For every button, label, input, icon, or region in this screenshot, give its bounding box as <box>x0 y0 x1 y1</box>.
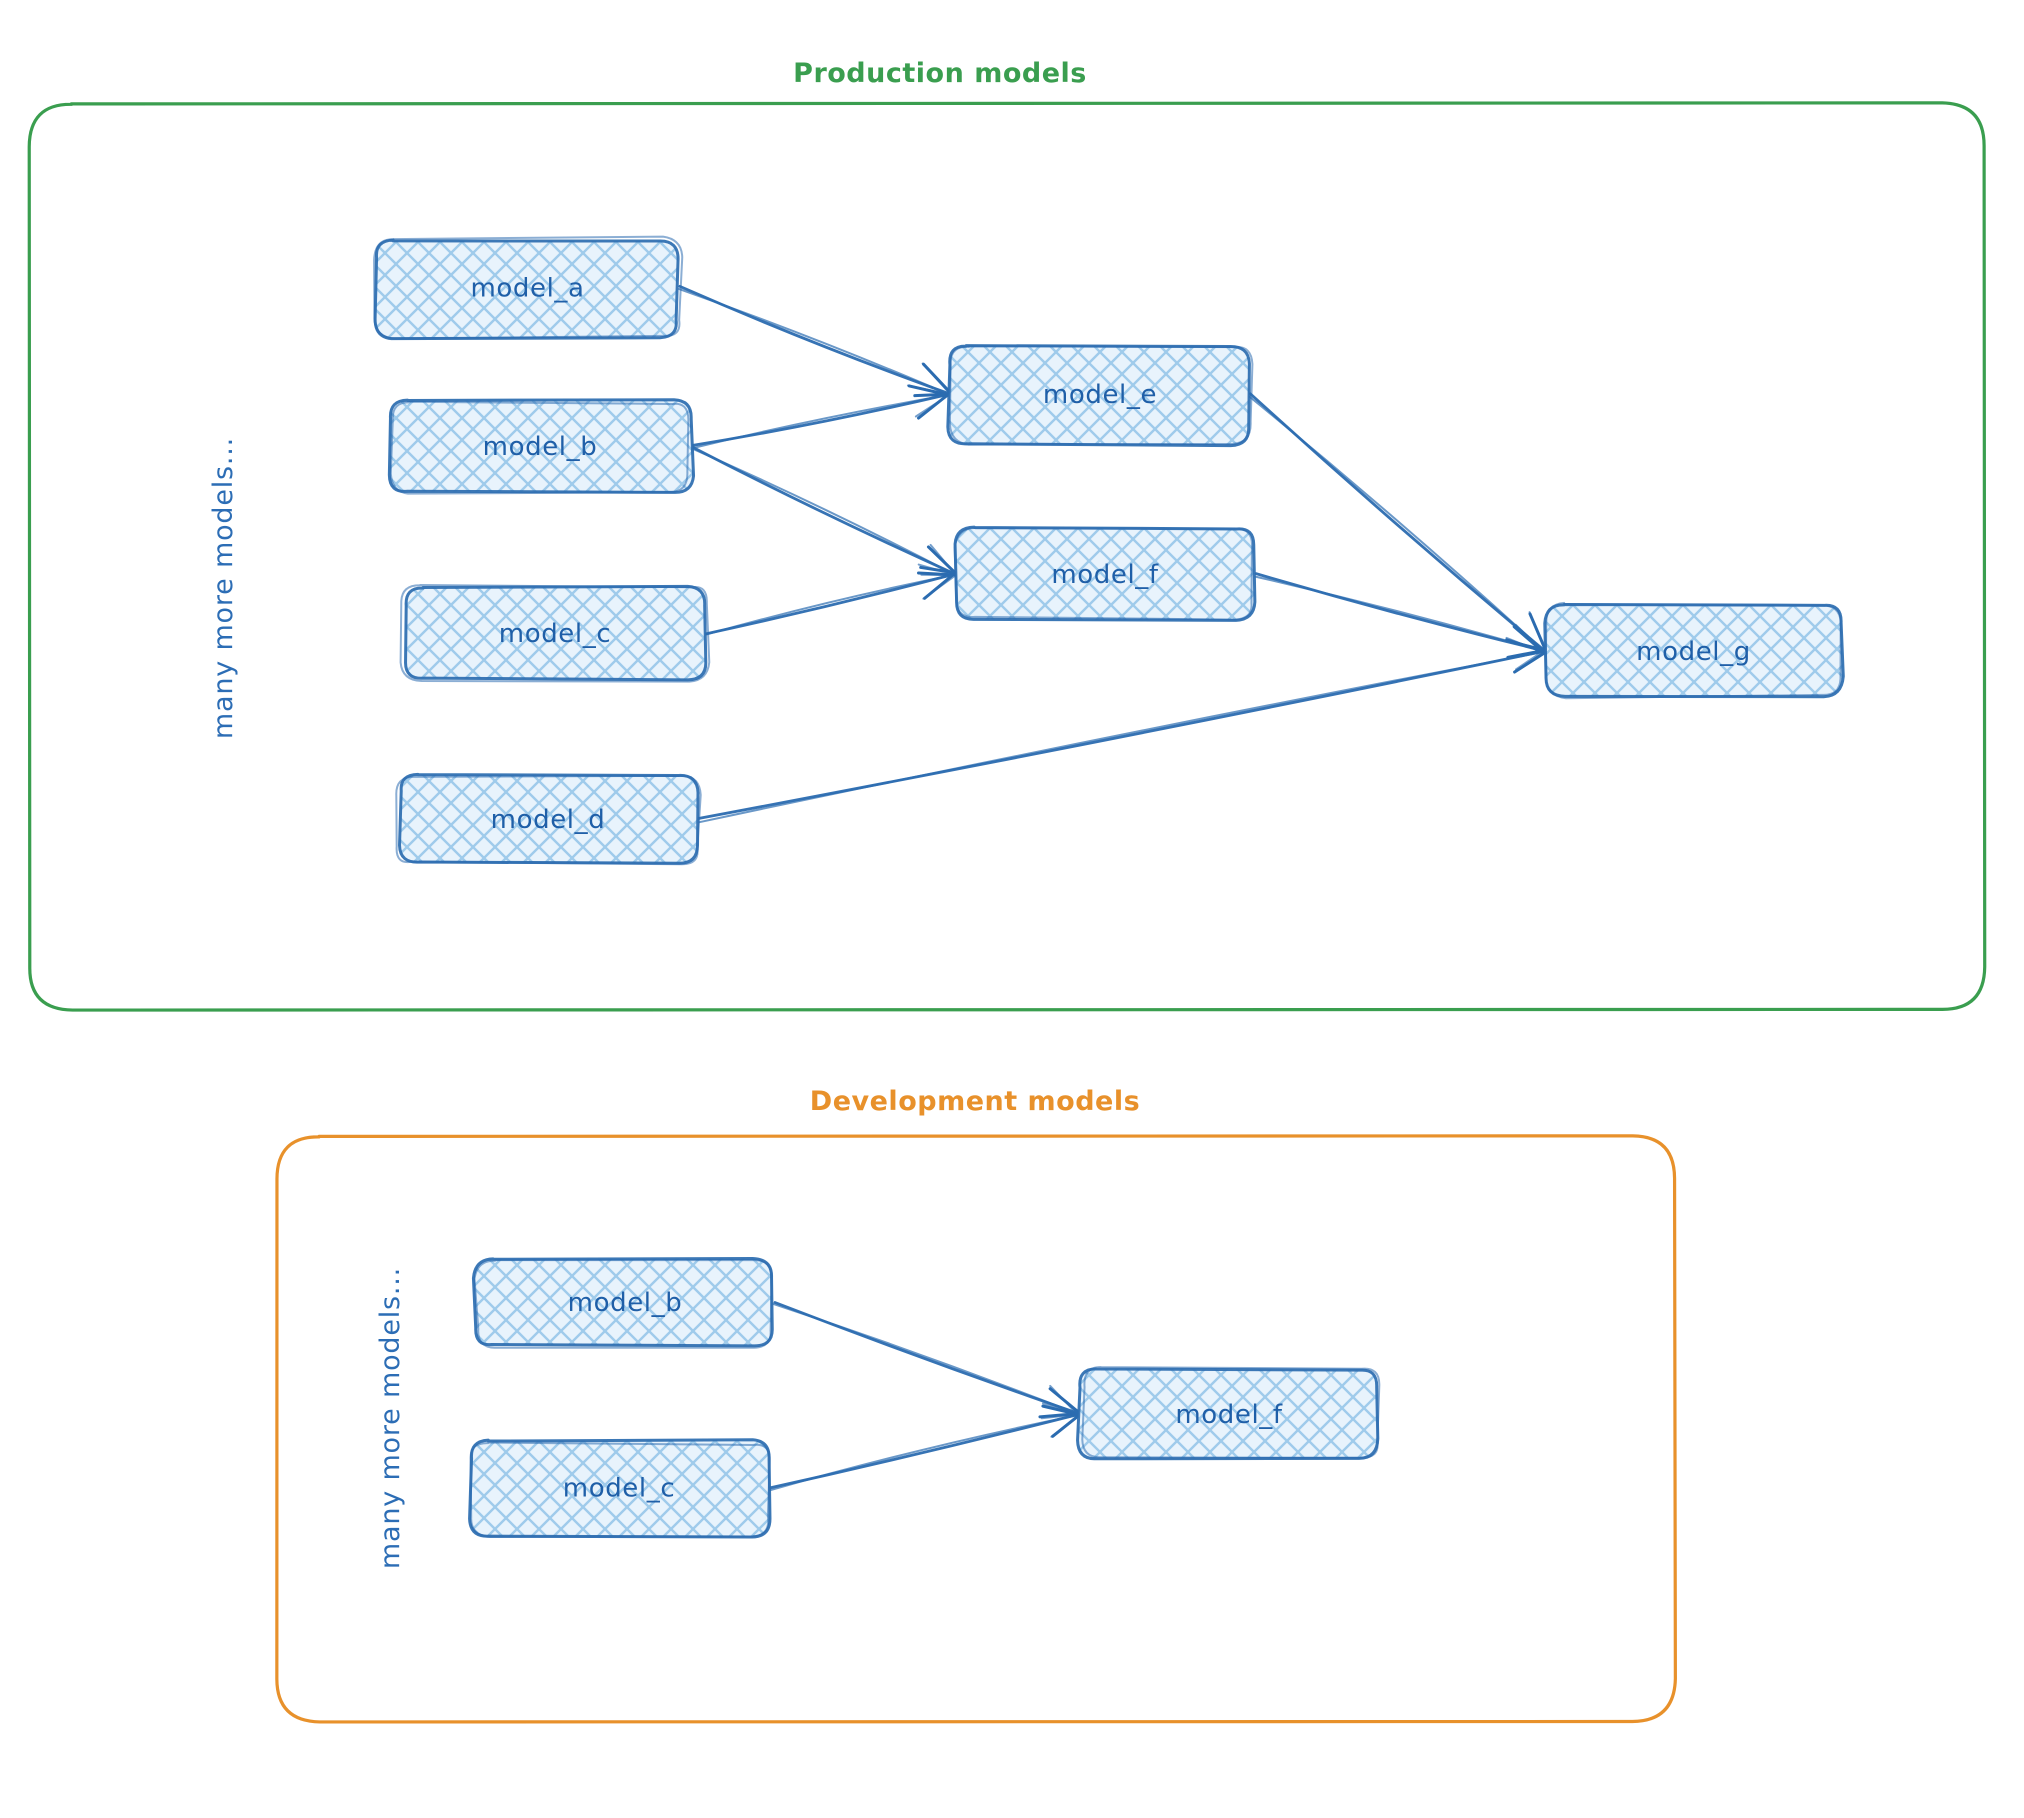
side-note-development: many more models... <box>375 1267 406 1569</box>
node-outline-second <box>469 1441 771 1539</box>
node-label: model_c <box>563 1474 675 1504</box>
node-outline-second <box>948 345 1254 446</box>
node-model_c[interactable]: model_c <box>399 584 711 683</box>
node-outline-second <box>473 1259 773 1349</box>
group-label-production: Production models <box>793 58 1087 89</box>
node-fill <box>1544 604 1844 697</box>
edge-model_c-to-model_f <box>703 563 957 636</box>
node-model_d[interactable]: model_d <box>395 772 702 866</box>
group-border-production <box>27 101 1987 1012</box>
node-outline-second <box>953 526 1253 621</box>
node-model_b[interactable]: model_b <box>471 1256 774 1349</box>
node-outline-second <box>389 400 690 495</box>
node-fill <box>399 774 699 864</box>
node-label: model_e <box>1043 380 1157 410</box>
node-outline <box>1076 1367 1380 1461</box>
node-outline-second <box>373 235 684 340</box>
node-model_g[interactable]: model_g <box>1543 601 1845 700</box>
node-label: model_f <box>1175 1400 1283 1430</box>
node-model_f[interactable]: model_f <box>953 525 1257 622</box>
node-outline <box>953 525 1257 622</box>
group-container-development <box>275 1134 1677 1724</box>
node-fill <box>405 586 706 680</box>
edge-model_b-to-model_f <box>771 1301 1083 1420</box>
node-label: model_b <box>568 1288 683 1318</box>
node-label: model_a <box>470 274 584 304</box>
node-label: model_b <box>483 432 598 462</box>
node-fill <box>375 240 679 339</box>
node-outline-second <box>399 584 711 683</box>
node-model_e[interactable]: model_e <box>946 344 1254 448</box>
node-outline-second <box>1081 1366 1381 1459</box>
node-outline-second <box>395 774 702 866</box>
group-border-development <box>275 1134 1677 1724</box>
node-fill <box>1077 1368 1378 1459</box>
node-fill <box>947 345 1250 446</box>
edge-model_a-to-model_e <box>678 284 953 398</box>
node-model_a[interactable]: model_a <box>373 235 684 341</box>
node-fill <box>469 1439 770 1537</box>
node-outline <box>404 584 708 682</box>
edge-model_d-to-model_g <box>696 639 1548 824</box>
node-fill <box>389 399 694 493</box>
edge-model_b-to-model_f <box>688 444 958 577</box>
node-label: model_f <box>1051 560 1159 590</box>
node-fill <box>473 1258 773 1346</box>
node-model_f[interactable]: model_f <box>1076 1366 1381 1461</box>
node-outline-second <box>1544 601 1842 700</box>
node-fill <box>955 527 1255 621</box>
group-container-production <box>27 101 1987 1012</box>
side-note-production: many more models... <box>208 437 239 739</box>
node-label: model_g <box>1636 637 1751 667</box>
edge-model_b-to-model_e <box>688 384 953 450</box>
edge-model_c-to-model_f <box>765 1402 1083 1492</box>
node-model_b[interactable]: model_b <box>387 398 696 495</box>
group-label-development: Development models <box>810 1086 1140 1117</box>
node-model_c[interactable]: model_c <box>468 1438 772 1539</box>
node-outline <box>387 398 696 494</box>
node-label: model_c <box>499 619 611 649</box>
node-label: model_d <box>491 805 606 835</box>
